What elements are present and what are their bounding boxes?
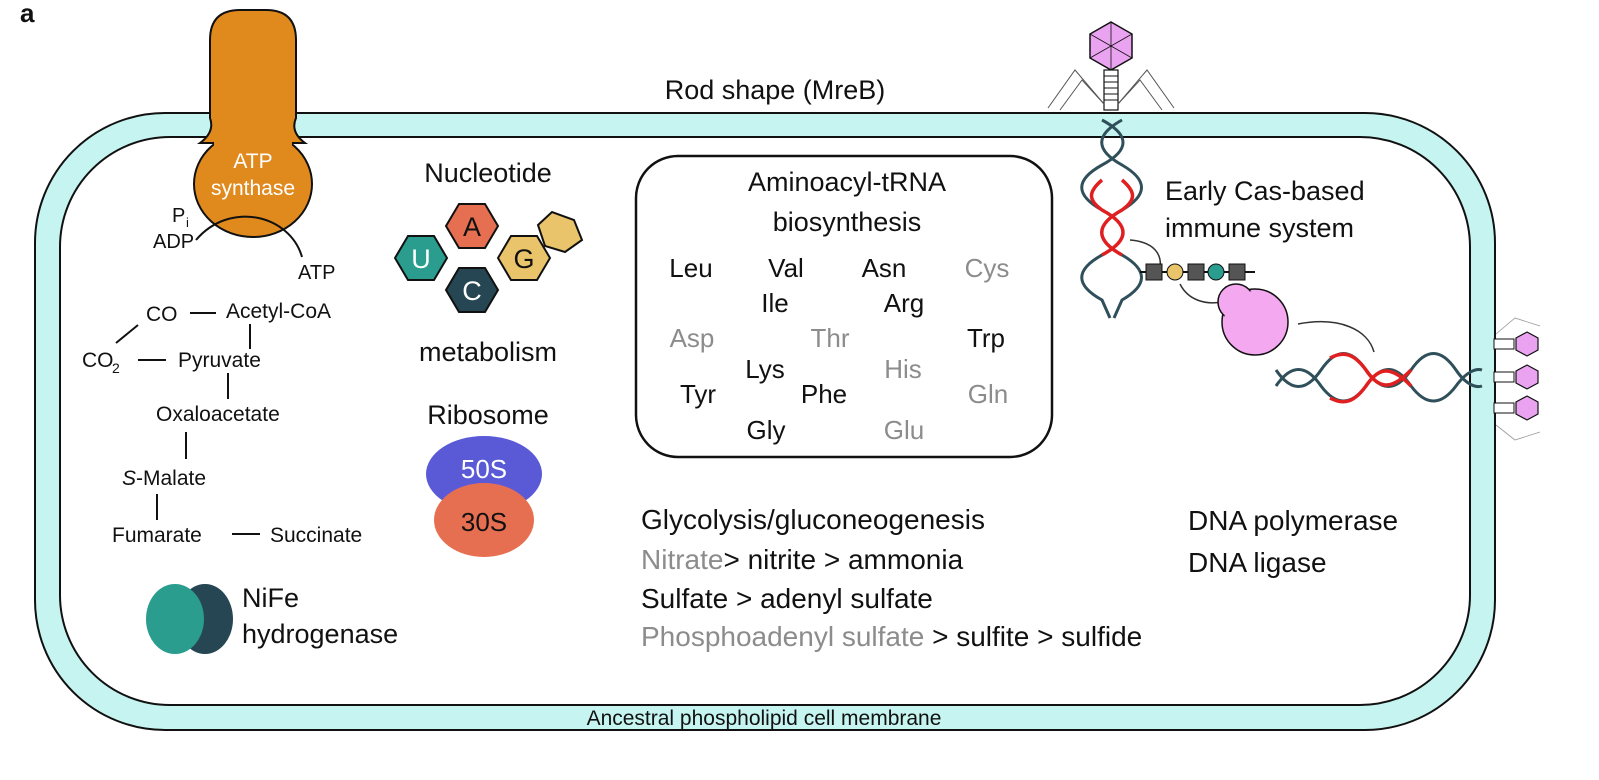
nucleotide-hexagon-icon [393,203,584,313]
aa-his: His [884,354,922,384]
carbon-pathway: CO Acetyl-CoA CO 2 Pyruvate Oxaloacetate… [82,300,362,547]
aa-ile: Ile [761,288,788,318]
panel-label: a [20,0,35,28]
ribosome-title: Ribosome [427,400,549,430]
aa-glu: Glu [884,415,924,445]
fumarate-label: Fumarate [112,524,202,547]
trna-title-1: Aminoacyl-tRNA [748,167,946,197]
atp-synthase-label-2: synthase [211,177,295,200]
atp-synthase-icon [193,9,313,238]
trna-box [634,154,1054,459]
crispr-array-icon [1140,263,1255,281]
nucleotide-base-U: U [411,244,431,274]
cas-protein-icon [1217,283,1289,356]
ribosome-icon [426,436,542,557]
nucleotide-U-icon [393,235,449,281]
pi-label: P [172,205,185,227]
oxaloacetate-label: Oxaloacetate [156,403,280,426]
nucleotide-title: Nucleotide [424,158,552,188]
nucleotide-C-icon [444,267,500,313]
hydrogenase-label-1: NiFe [242,583,299,613]
nucleotide-G-icon [496,210,584,281]
phosphoadenyl-label: Phosphoadenyl sulfate [641,621,924,652]
dna-ligase-label: DNA ligase [1188,547,1327,578]
co-label: CO [146,303,178,326]
aa-asp: Asp [670,323,715,353]
cas-label-2: immune system [1165,213,1354,243]
ribosome-50S-label: 50S [461,454,507,484]
adp-label: ADP [153,231,194,253]
trna-title-2: biosynthesis [773,207,922,237]
pyruvate-label: Pyruvate [178,349,261,372]
aa-gln: Gln [968,379,1008,409]
ribosome-30S-icon [434,483,534,557]
aa-arg: Arg [884,288,924,318]
phosphoadenyl-line: Phosphoadenyl sulfate > sulfite > sulfid… [641,621,1142,652]
aa-phe: Phe [801,379,847,409]
target-dna-icon [1274,352,1483,404]
aa-gly: Gly [747,415,786,445]
succinate-label: Succinate [270,524,362,547]
cas-connector-3 [1297,320,1375,353]
ribosome-30S-label: 30S [461,507,507,537]
nucleotide-A-icon [444,203,500,249]
nucleotide-base-C: C [462,276,482,306]
atp-synthase-label-1: ATP [233,150,272,173]
nucleotide-base-G: G [513,244,534,274]
bacteriophage-icon [1047,21,1175,111]
bacteriophage-icon-right [1493,317,1541,441]
hydrogenase-icon [146,584,233,654]
nitrate-products: > nitrite > ammonia [723,544,963,575]
co2-label: CO [82,349,114,372]
glycolysis-label: Glycolysis/gluconeogenesis [641,504,985,535]
malate-label: -Malate [136,467,206,490]
nucleotide-subtitle: metabolism [419,337,557,367]
aa-trp: Trp [967,323,1005,353]
pi-subscript: i [186,215,189,230]
rod-shape-label: Rod shape (MreB) [665,75,886,105]
acetyl-coa-label: Acetyl-CoA [226,300,331,323]
aa-cys: Cys [965,253,1010,283]
aa-lys: Lys [745,354,785,384]
atp-reaction-arc [195,215,303,258]
aa-asn: Asn [862,253,907,283]
atp-label: ATP [298,262,335,284]
aa-thr: Thr [811,323,850,353]
dna-polymerase-label: DNA polymerase [1188,505,1398,536]
nucleotide-base-A: A [463,212,481,242]
cas-label-1: Early Cas-based [1165,176,1365,206]
hydrogenase-label-2: hydrogenase [242,619,398,649]
phosphoadenyl-products: > sulfite > sulfide [924,621,1142,652]
aa-val: Val [768,253,804,283]
aa-tyr: Tyr [680,379,716,409]
malate-prefix: S [122,467,136,490]
sulfate-line: Sulfate > adenyl sulfate [641,583,933,614]
nitrogen-line: Nitrate> nitrite > ammonia [641,544,964,575]
co2-subscript: 2 [112,360,120,376]
aa-leu: Leu [669,253,712,283]
membrane-label: Ancestral phospholipid cell membrane [587,707,942,730]
nitrate-label: Nitrate [641,544,723,575]
